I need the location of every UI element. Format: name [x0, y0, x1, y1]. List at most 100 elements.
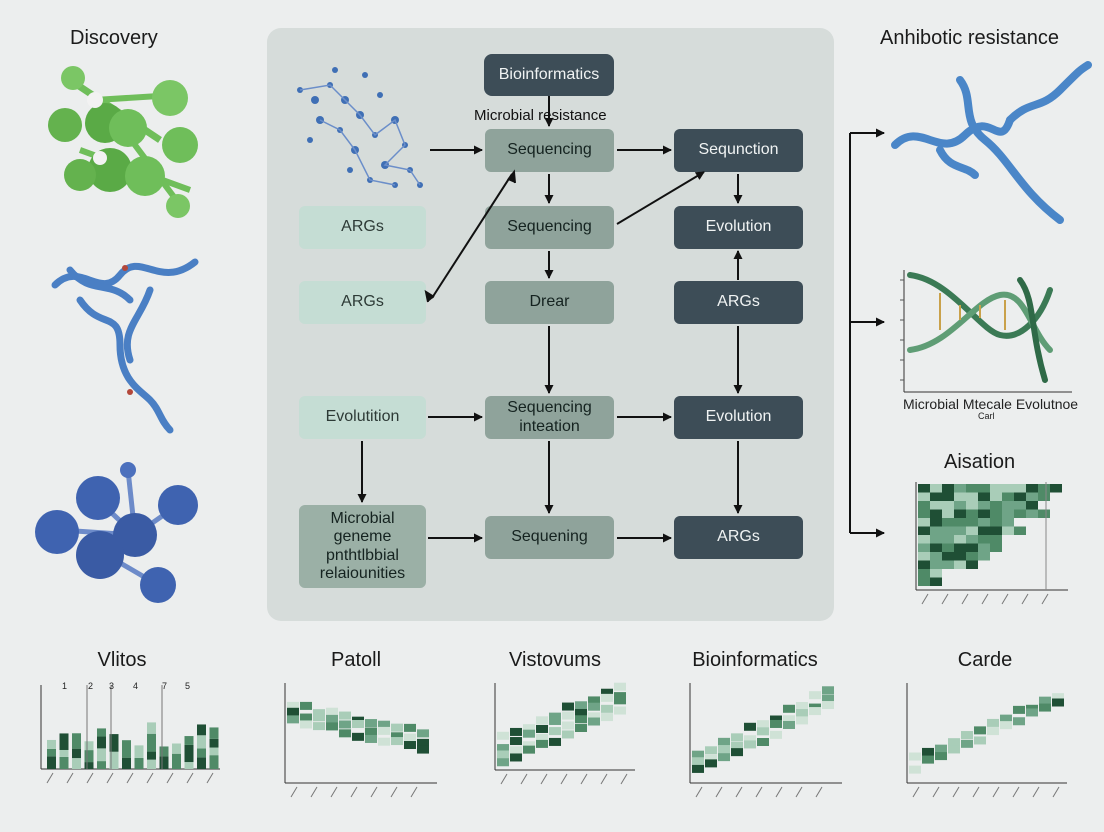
heat-cell: [731, 748, 743, 757]
heat-cell: [744, 735, 756, 744]
bottom-heat-chart-2: [284, 683, 437, 798]
tick-mark: [310, 786, 318, 798]
heat-cell: [942, 509, 954, 518]
heat-cell: [417, 729, 429, 738]
sequencing-node-mid[interactable]: Sequencing: [485, 206, 614, 249]
bar-segment: [184, 744, 194, 763]
heat-cell: [718, 753, 730, 762]
args-node-left-2[interactable]: ARGs: [299, 281, 426, 324]
tick-mark: [952, 786, 960, 798]
heat-cell: [1000, 714, 1012, 723]
heat-cell: [705, 759, 717, 768]
heat-cell: [300, 720, 312, 729]
args-node-left-1[interactable]: ARGs: [299, 206, 426, 249]
bar-segment: [159, 746, 169, 757]
heat-cell: [313, 709, 325, 718]
heat-cell: [954, 501, 966, 510]
heat-cell: [990, 492, 1002, 501]
heat-cell: [918, 509, 930, 518]
heat-cell: [966, 484, 978, 493]
heat-cell: [990, 484, 1002, 493]
tick-mark: [1032, 786, 1040, 798]
heat-cell: [692, 750, 704, 759]
heat-cell: [497, 731, 509, 740]
bar-segment: [97, 736, 106, 749]
heat-cell: [287, 701, 299, 710]
bar-index-label: 1: [62, 681, 67, 691]
heat-cell: [588, 696, 600, 705]
heat-cell: [954, 509, 966, 518]
bar-segment: [109, 751, 119, 769]
sequencing-node-top[interactable]: Sequencing: [485, 129, 614, 172]
heat-cell: [918, 518, 930, 527]
heat-cell: [954, 518, 966, 527]
heat-cell: [614, 682, 626, 691]
sequening-node[interactable]: Sequening: [485, 516, 614, 559]
bar-segment: [209, 738, 219, 748]
heat-cell: [339, 711, 351, 720]
evolution-node-right-1[interactable]: Evolution: [674, 206, 803, 249]
heat-cell: [326, 722, 338, 731]
heat-cell: [942, 535, 954, 544]
antibiotic-resistance-heading: Anhibotic resistance: [880, 27, 1059, 49]
heat-cell: [974, 726, 986, 735]
drear-node[interactable]: Drear: [485, 281, 614, 324]
heat-cell: [918, 501, 930, 510]
bar-segment: [59, 756, 69, 769]
heat-cell: [1014, 492, 1026, 501]
bar-index-label: 3: [109, 681, 114, 691]
heat-cell: [705, 746, 717, 755]
heat-cell: [549, 716, 561, 725]
bar-segment: [109, 734, 119, 752]
heat-cell: [1013, 705, 1025, 714]
heat-cell: [822, 701, 834, 710]
heat-cell: [990, 526, 1002, 535]
heat-cell: [978, 501, 990, 510]
tick-mark: [146, 772, 154, 784]
bottom-chart-title-4: Bioinformatics: [692, 649, 818, 671]
heat-cell: [510, 737, 522, 746]
bar-segment: [209, 727, 219, 739]
args-node-bottom[interactable]: ARGs: [674, 516, 803, 559]
blue-molecule-illustration: [35, 462, 198, 603]
heat-cell: [918, 552, 930, 561]
bar-segment: [134, 745, 144, 758]
tick-mark: [795, 786, 803, 798]
heat-cell: [930, 552, 942, 561]
sequencing-integration-node[interactable]: Sequencing inteation: [485, 396, 614, 439]
heat-cell: [1014, 526, 1026, 535]
bottom-heat-chart-3: [494, 682, 635, 785]
heat-cell: [942, 484, 954, 493]
heat-cell: [966, 492, 978, 501]
heat-cell: [365, 727, 377, 736]
evolutition-node[interactable]: Evolutition: [299, 396, 426, 439]
heat-cell: [300, 701, 312, 710]
evolution-node-right-2[interactable]: Evolution: [674, 396, 803, 439]
tick-mark: [932, 786, 940, 798]
heat-cell: [930, 501, 942, 510]
heat-cell: [966, 543, 978, 552]
tick-mark: [500, 773, 508, 785]
heat-cell: [978, 518, 990, 527]
heat-cell: [783, 720, 795, 729]
heat-cell: [918, 492, 930, 501]
heat-cell: [978, 535, 990, 544]
protein-helix-illustration: [51, 258, 199, 434]
bioinformatics-node[interactable]: Bioinformatics: [484, 54, 614, 96]
bar-segment: [84, 741, 94, 751]
bottom-chart-title-3: Vistovums: [509, 649, 601, 671]
heat-cell: [990, 535, 1002, 544]
tick-mark: [1041, 593, 1049, 605]
args-node-right[interactable]: ARGs: [674, 281, 803, 324]
heat-cell: [562, 730, 574, 739]
heat-cell: [497, 744, 509, 753]
heat-cell: [1039, 696, 1051, 705]
heat-cell: [404, 733, 416, 742]
heat-cell: [536, 733, 548, 742]
heat-cell: [770, 719, 782, 728]
microbial-genome-node[interactable]: Microbial geneme pnthtlbbial relaiouniti…: [299, 505, 426, 588]
tick-mark: [540, 773, 548, 785]
heat-cell: [692, 757, 704, 766]
heat-cell: [575, 708, 587, 717]
sequnction-node[interactable]: Sequnction: [674, 129, 803, 172]
